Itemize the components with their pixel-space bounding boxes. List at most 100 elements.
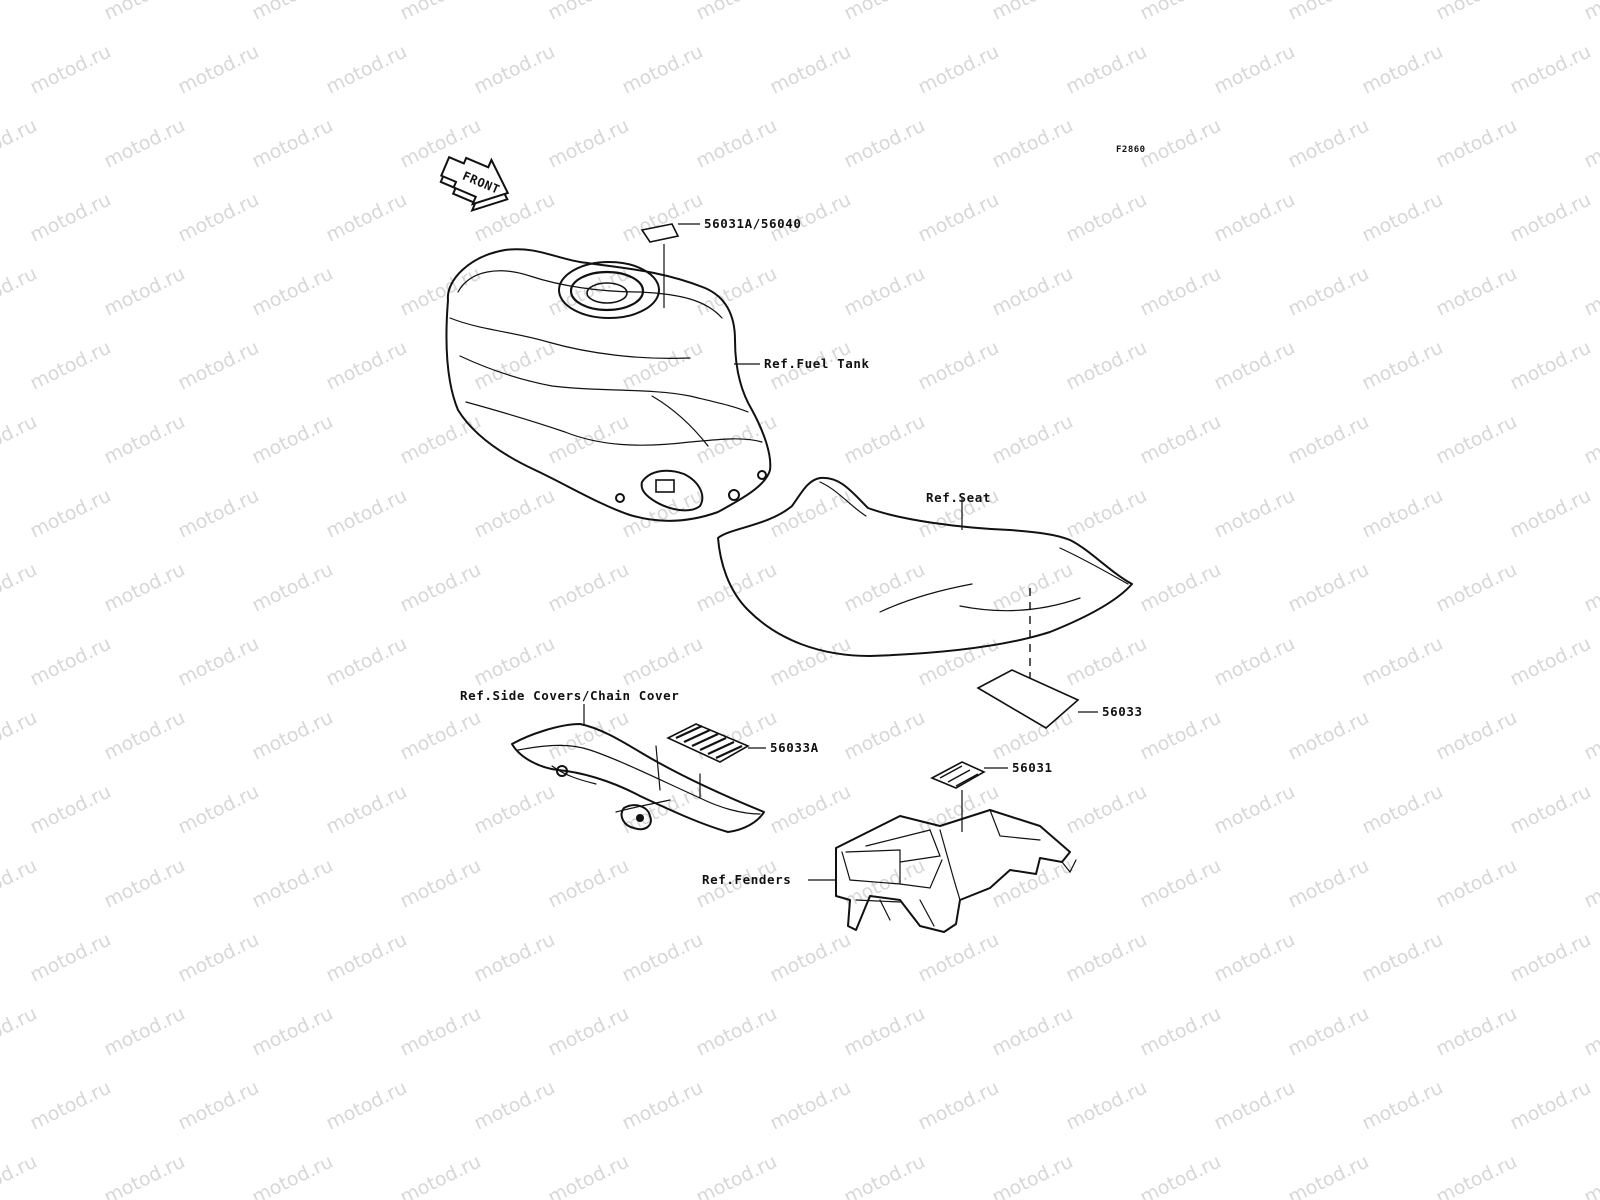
watermark-text: motod.ru xyxy=(1581,1151,1600,1200)
watermark-text: motod.ru xyxy=(1211,485,1299,543)
watermark-text: motod.ru xyxy=(249,1151,337,1200)
watermark-text: motod.ru xyxy=(1507,1077,1595,1135)
watermark-text: motod.ru xyxy=(1359,781,1447,839)
fuel-tank-decal xyxy=(640,223,700,308)
watermark-text: motod.ru xyxy=(471,633,559,691)
watermark-text: motod.ru xyxy=(249,263,337,321)
watermark-text: motod.ru xyxy=(0,1003,41,1061)
watermark-text: motod.ru xyxy=(1285,263,1373,321)
watermark-text: motod.ru xyxy=(1063,189,1151,247)
watermark-text: motod.ru xyxy=(989,115,1077,173)
watermark-text: motod.ru xyxy=(27,337,115,395)
watermark-text: motod.ru xyxy=(323,929,411,987)
watermark-text: motod.ru xyxy=(101,411,189,469)
watermark-text: motod.ru xyxy=(101,1151,189,1200)
watermark-text: motod.ru xyxy=(841,115,929,173)
watermark-text: motod.ru xyxy=(1581,559,1600,617)
callout-56031a-56040: 56031A/56040 xyxy=(704,216,802,231)
watermark-text: motod.ru xyxy=(1063,485,1151,543)
watermark-text: motod.ru xyxy=(693,115,781,173)
watermark-text: motod.ru xyxy=(1211,633,1299,691)
watermark-text: motod.ru xyxy=(1137,1151,1225,1200)
watermark-text: motod.ru xyxy=(1581,411,1600,469)
watermark-text: motod.ru xyxy=(619,633,707,691)
watermark-text: motod.ru xyxy=(545,855,633,913)
watermark-text: motod.ru xyxy=(767,781,855,839)
watermark-text: motod.ru xyxy=(397,707,485,765)
watermark-text: motod.ru xyxy=(1137,855,1225,913)
watermark-text: motod.ru xyxy=(1359,633,1447,691)
callout-ref-fenders: Ref.Fenders xyxy=(702,872,791,887)
watermark-text: motod.ru xyxy=(1211,41,1299,99)
chain-cover-decal xyxy=(666,723,766,763)
watermark-text: motod.ru xyxy=(1285,707,1373,765)
callout-ref-fuel-tank: Ref.Fuel Tank xyxy=(764,356,870,371)
watermark-text: motod.ru xyxy=(989,0,1077,24)
watermark-text: motod.ru xyxy=(1507,781,1595,839)
watermark-text: motod.ru xyxy=(249,0,337,24)
watermark-text: motod.ru xyxy=(323,189,411,247)
watermark-text: motod.ru xyxy=(767,929,855,987)
watermark-text: motod.ru xyxy=(841,411,929,469)
callout-56031: 56031 xyxy=(1012,760,1053,775)
watermark-text: motod.ru xyxy=(1211,929,1299,987)
watermark-text: motod.ru xyxy=(249,411,337,469)
watermark-text: motod.ru xyxy=(323,1077,411,1135)
watermark-text: motod.ru xyxy=(1137,411,1225,469)
watermark-text: motod.ru xyxy=(27,929,115,987)
watermark-text: motod.ru xyxy=(175,929,263,987)
watermark-text: motod.ru xyxy=(767,41,855,99)
watermark-text: motod.ru xyxy=(249,115,337,173)
watermark-text: motod.ru xyxy=(1211,189,1299,247)
watermark-text: motod.ru xyxy=(1285,855,1373,913)
watermark-text: motod.ru xyxy=(1359,189,1447,247)
watermark-text: motod.ru xyxy=(397,855,485,913)
watermark-text: motod.ru xyxy=(1211,781,1299,839)
watermark-text: motod.ru xyxy=(915,1077,1003,1135)
watermark-text: motod.ru xyxy=(323,633,411,691)
watermark-text: motod.ru xyxy=(545,1151,633,1200)
watermark-text: motod.ru xyxy=(1063,929,1151,987)
watermark-text: motod.ru xyxy=(323,781,411,839)
watermark-text: motod.ru xyxy=(249,707,337,765)
watermark-text: motod.ru xyxy=(1507,337,1595,395)
watermark-text: motod.ru xyxy=(397,263,485,321)
watermark-text: motod.ru xyxy=(1433,115,1521,173)
watermark-text: motod.ru xyxy=(619,781,707,839)
watermark-text: motod.ru xyxy=(693,1003,781,1061)
watermark-text: motod.ru xyxy=(767,1077,855,1135)
watermark-text: motod.ru xyxy=(619,485,707,543)
watermark-text: motod.ru xyxy=(1581,263,1600,321)
watermark-text: motod.ru xyxy=(1063,1077,1151,1135)
watermark-text: motod.ru xyxy=(471,1077,559,1135)
watermark-text: motod.ru xyxy=(397,0,485,24)
watermark-text: motod.ru xyxy=(693,559,781,617)
watermark-text: motod.ru xyxy=(767,633,855,691)
watermark-text: motod.ru xyxy=(27,1077,115,1135)
watermark-text: motod.ru xyxy=(1433,707,1521,765)
watermark-text: motod.ru xyxy=(1433,1003,1521,1061)
watermark-text: motod.ru xyxy=(249,855,337,913)
watermark-text: motod.ru xyxy=(0,559,41,617)
watermark-text: motod.ru xyxy=(1137,263,1225,321)
watermark-text: motod.ru xyxy=(0,263,41,321)
watermark-text: motod.ru xyxy=(1581,115,1600,173)
watermark-text: motod.ru xyxy=(27,781,115,839)
figure-id: F2860 xyxy=(1116,145,1146,155)
callout-56033a: 56033A xyxy=(770,740,819,755)
watermark-text: motod.ru xyxy=(1359,1077,1447,1135)
watermark-text: motod.ru xyxy=(397,1003,485,1061)
watermark-text: motod.ru xyxy=(545,0,633,24)
watermark-text: motod.ru xyxy=(1433,0,1521,24)
watermark-text: motod.ru xyxy=(693,1151,781,1200)
watermark-text: motod.ru xyxy=(1137,1003,1225,1061)
watermark-text: motod.ru xyxy=(101,0,189,24)
watermark-text: motod.ru xyxy=(1433,263,1521,321)
watermark-text: motod.ru xyxy=(1507,485,1595,543)
watermark-text: motod.ru xyxy=(471,485,559,543)
watermark-text: motod.ru xyxy=(175,633,263,691)
watermark-text: motod.ru xyxy=(101,115,189,173)
watermark-text: motod.ru xyxy=(1581,1003,1600,1061)
